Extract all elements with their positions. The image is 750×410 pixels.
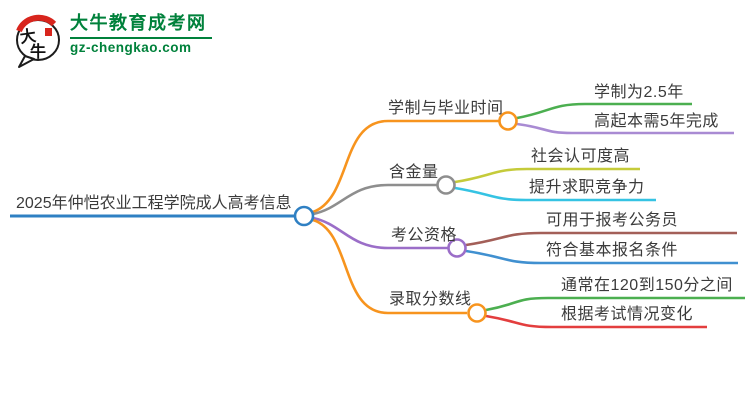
branch-3-child-1-label[interactable]: 可用于报考公务员 [546, 212, 679, 229]
branch-1-child-1-connector [516, 102, 692, 120]
branch-4-child-1-connector [485, 296, 745, 312]
branch-4-child-2-label[interactable]: 根据考试情况变化 [561, 306, 694, 323]
branch-4-child-2-connector [485, 314, 707, 329]
branch-2-child-1-label[interactable]: 社会认可度高 [531, 148, 631, 165]
branch-2-child-2-label[interactable]: 提升求职竞争力 [529, 179, 645, 196]
site-name: 大牛教育成考网 [70, 13, 207, 33]
branch-4-connector [312, 218, 467, 315]
site-logo[interactable]: 大 牛 大牛教育成考网 gz-chengkao.com [13, 13, 212, 69]
branch-4-node-circle[interactable] [467, 303, 487, 323]
branch-1-node-circle[interactable] [498, 111, 518, 131]
logo-text-block: 大牛教育成考网 gz-chengkao.com [70, 13, 212, 55]
branch-2-connector [312, 183, 437, 216]
logo-divider [70, 36, 212, 39]
branch-2-label[interactable]: 含金量 [389, 164, 439, 181]
branch-1-child-2-label[interactable]: 高起本需5年完成 [594, 113, 719, 130]
branch-1-child-2-connector [516, 122, 734, 135]
logo-bubble-icon: 大 牛 [16, 14, 60, 68]
logo-char-bottom: 牛 [30, 42, 46, 61]
logo-red-cap [16, 14, 57, 33]
logo-char-top: 大 [19, 26, 38, 47]
branch-4-child-1-label[interactable]: 通常在120到150分之间 [561, 277, 733, 294]
branch-2-child-1-connector [454, 167, 640, 184]
branch-3-child-2-connector [465, 249, 738, 265]
root-topic-label[interactable]: 2025年仲恺农业工程学院成人高考信息 [16, 195, 292, 212]
bubble-tail [18, 55, 35, 68]
branch-1-child-1-label[interactable]: 学制为2.5年 [594, 84, 684, 101]
branch-3-label[interactable]: 考公资格 [391, 227, 458, 244]
branch-3-connector [312, 216, 448, 250]
branch-2-node-circle[interactable] [436, 175, 456, 195]
logo-seal [45, 28, 52, 36]
branch-2-child-2-connector [454, 186, 656, 202]
root-node-circle[interactable] [293, 205, 315, 227]
branch-1-connector [312, 119, 499, 214]
branch-1-label[interactable]: 学制与毕业时间 [388, 100, 504, 117]
branch-3-child-2-label[interactable]: 符合基本报名条件 [546, 242, 679, 259]
branch-4-label[interactable]: 录取分数线 [389, 291, 472, 308]
branch-3-child-1-connector [465, 231, 737, 247]
site-url: gz-chengkao.com [70, 39, 192, 55]
branch-3-node-circle[interactable] [447, 238, 467, 258]
